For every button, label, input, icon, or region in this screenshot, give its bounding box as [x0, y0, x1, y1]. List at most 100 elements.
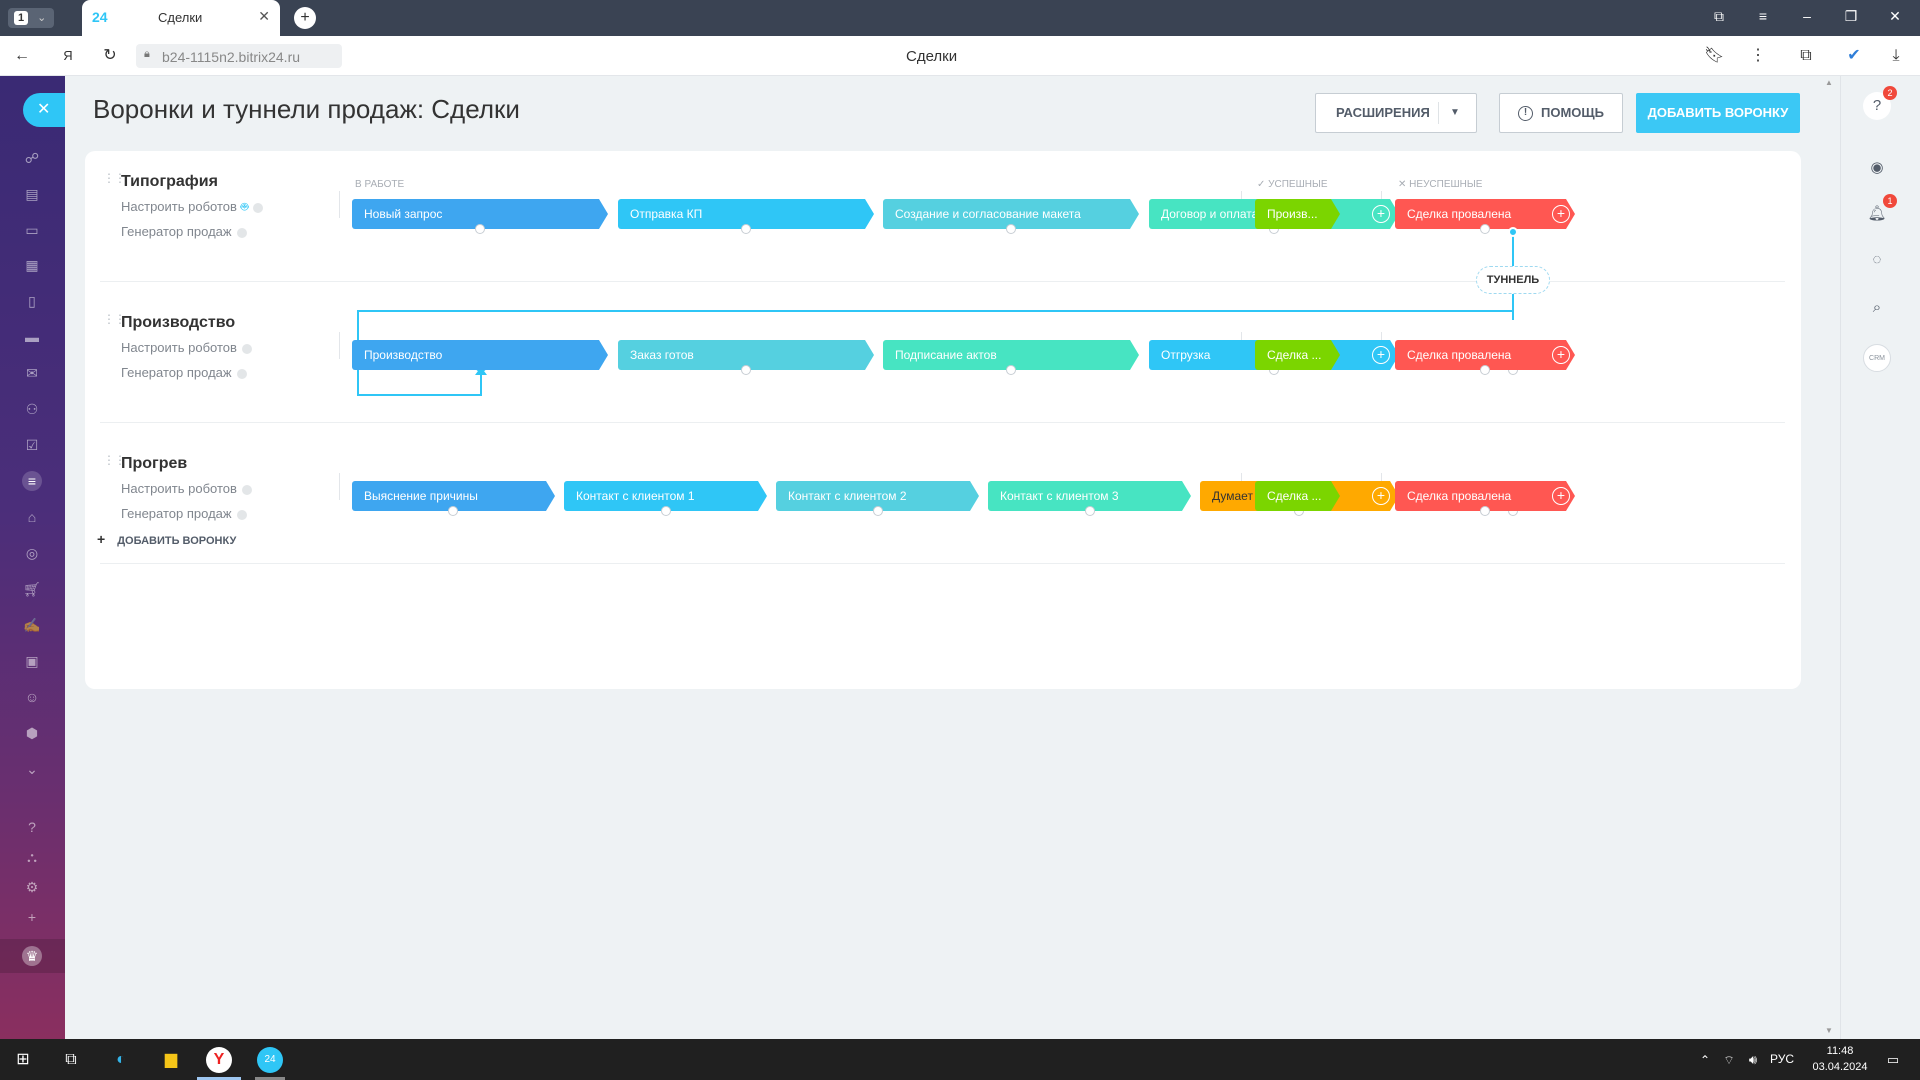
hint-icon[interactable] [253, 202, 264, 213]
help-button[interactable]: !ПОМОЩЬ [1499, 93, 1623, 133]
stage-connector[interactable] [873, 506, 883, 516]
new-tab-button[interactable]: + [294, 7, 316, 29]
help-question-icon[interactable]: ?2 [1863, 86, 1897, 120]
add-funnel-button[interactable]: ДОБАВИТЬ ВОРОНКУ [1636, 93, 1800, 133]
stage-connector[interactable] [1006, 365, 1016, 375]
tunnel-start-dot[interactable] [1508, 227, 1518, 237]
stage-success[interactable]: Произв... [1255, 199, 1340, 229]
task-view-icon[interactable]: ⧉ [65, 1051, 77, 1068]
add-stage-icon[interactable]: + [1552, 346, 1570, 364]
drag-handle-icon[interactable]: ⋮⋮ [103, 453, 126, 467]
sign-icon[interactable]: ✍ [23, 617, 41, 633]
stage-success[interactable]: Сделка ... [1255, 481, 1340, 511]
funnel-name[interactable]: Типография [121, 173, 218, 190]
hint-icon[interactable] [236, 368, 247, 379]
hint-icon[interactable] [241, 343, 252, 354]
notifications-bell-icon[interactable]: 🔔︎1 [1863, 194, 1897, 228]
add-stage-icon[interactable]: + [1372, 487, 1390, 505]
stage-connector[interactable] [1480, 365, 1490, 375]
edge-icon[interactable]: ◐ [116, 1051, 126, 1068]
contact-center-icon[interactable]: ▣ [25, 653, 39, 669]
messenger-icon[interactable]: ▭ [25, 222, 39, 238]
stage-connector[interactable] [1085, 506, 1095, 516]
close-tab-icon[interactable]: ✕ [258, 8, 270, 24]
drag-handle-icon[interactable]: ⋮⋮ [103, 171, 126, 185]
collections-icon[interactable]: ⧉ [1800, 47, 1812, 64]
restore-icon[interactable]: ❐ [1844, 8, 1858, 24]
robots-link[interactable]: Настроить роботов [121, 481, 252, 496]
groups-icon[interactable]: ⚇ [25, 401, 39, 417]
stage-connector[interactable] [741, 365, 751, 375]
settings-icon[interactable]: ⚙ [25, 879, 39, 895]
add-stage-icon[interactable]: + [1372, 346, 1390, 364]
copilot-icon[interactable]: ◉ [1870, 159, 1884, 176]
shop-icon[interactable]: 🛒︎ [23, 581, 41, 597]
reload-icon[interactable]: ↻ [103, 47, 117, 64]
browser-tab-active[interactable]: 24 Сделки ✕ [82, 0, 280, 36]
back-arrow-icon[interactable]: ← [14, 47, 30, 64]
clock[interactable]: 11:48 03.04.2024 [1800, 1043, 1880, 1075]
hint-icon[interactable] [236, 227, 247, 238]
bookmark-icon[interactable]: 🔖︎ [1704, 47, 1725, 64]
crm-avatar-icon[interactable]: CRM [1863, 344, 1891, 372]
mail-icon[interactable]: ✉ [26, 365, 38, 381]
add-stage-icon[interactable]: + [1552, 205, 1570, 223]
stage-connector[interactable] [741, 224, 751, 234]
notification-center-icon[interactable]: ▭ [1886, 1052, 1900, 1067]
feed-icon[interactable]: ▤ [25, 186, 39, 202]
add-icon[interactable]: + [27, 909, 37, 925]
generator-link[interactable]: Генератор продаж [121, 506, 247, 521]
scrollbar-up-icon[interactable]: ▲ [1825, 78, 1833, 87]
calendar-icon[interactable]: ▦ [25, 257, 39, 273]
drag-handle-icon[interactable]: ⋮⋮ [103, 312, 126, 326]
chevron-up-icon[interactable]: ⌃ [1699, 1053, 1711, 1067]
extension-icon[interactable]: ✔ [1847, 47, 1861, 64]
minimize-icon[interactable]: – [1803, 8, 1811, 24]
bookmarks-collections-icon[interactable]: ⧉ [1714, 8, 1724, 24]
tab-counter-button[interactable]: 1 ⌄ [8, 8, 54, 28]
sitemap-icon[interactable]: ⛬ [27, 849, 37, 865]
company-icon[interactable]: ⌂ [27, 509, 37, 525]
close-window-icon[interactable]: ✕ [1889, 8, 1901, 24]
add-stage-icon[interactable]: + [1372, 205, 1390, 223]
marketing-icon[interactable]: ◎ [25, 545, 39, 561]
drive-icon[interactable]: ▬ [25, 329, 39, 345]
hint-icon[interactable] [236, 509, 247, 520]
robot-icon[interactable]: ☺ [24, 689, 40, 705]
generator-link[interactable]: Генератор продаж [121, 224, 247, 239]
generator-link[interactable]: Генератор продаж [121, 365, 247, 380]
stage-connector[interactable] [1480, 224, 1490, 234]
tunnel-label[interactable]: ТУННЕЛЬ [1476, 266, 1550, 294]
add-funnel-link[interactable]: +ДОБАВИТЬ ВОРОНКУ [97, 531, 236, 547]
stage-connector[interactable] [1006, 224, 1016, 234]
documents-icon[interactable]: ▯ [28, 293, 36, 309]
robots-link[interactable]: Настроить роботов 🤖︎ [121, 199, 264, 217]
more-vertical-icon[interactable]: ⋮ [1750, 47, 1766, 64]
search-icon[interactable]: ⌕ [1872, 299, 1882, 316]
stage-connector[interactable] [1480, 506, 1490, 516]
inventory-icon[interactable]: ⬢ [25, 725, 39, 741]
tasks-icon[interactable]: ☑ [25, 437, 39, 453]
robots-link[interactable]: Настроить роботов [121, 340, 252, 355]
windows-start-icon[interactable]: ⊞ [16, 1051, 30, 1068]
chevron-down-icon[interactable]: ▼ [1450, 107, 1460, 118]
stage-connector[interactable] [661, 506, 671, 516]
stage-success[interactable]: Сделка ... [1255, 340, 1340, 370]
scrollbar-down-icon[interactable]: ▼ [1825, 1026, 1833, 1035]
crown-icon[interactable]: ♛ [22, 946, 42, 966]
funnel-name[interactable]: Прогрев [121, 455, 188, 472]
downloads-icon[interactable]: ⤓ [1892, 47, 1900, 64]
file-explorer-icon[interactable]: ▆ [164, 1051, 178, 1068]
bitrix24-icon[interactable]: 24 [257, 1047, 283, 1073]
url-field[interactable]: 🔒︎ b24-1115n2.bitrix24.ru [136, 44, 342, 68]
volume-icon[interactable]: 🔊︎ [1748, 1052, 1758, 1067]
crm-icon[interactable]: ≡ [22, 471, 42, 491]
network-icon[interactable]: ⌔ [1723, 1053, 1735, 1067]
close-menu-button[interactable]: ✕ [23, 93, 65, 127]
stage-connector[interactable] [448, 506, 458, 516]
stage[interactable]: Производство [352, 340, 608, 370]
hint-icon[interactable] [241, 484, 252, 495]
stage-connector[interactable] [475, 224, 485, 234]
yandex-browser-icon[interactable]: Y [206, 1047, 232, 1073]
funnel-name[interactable]: Производство [121, 314, 236, 331]
